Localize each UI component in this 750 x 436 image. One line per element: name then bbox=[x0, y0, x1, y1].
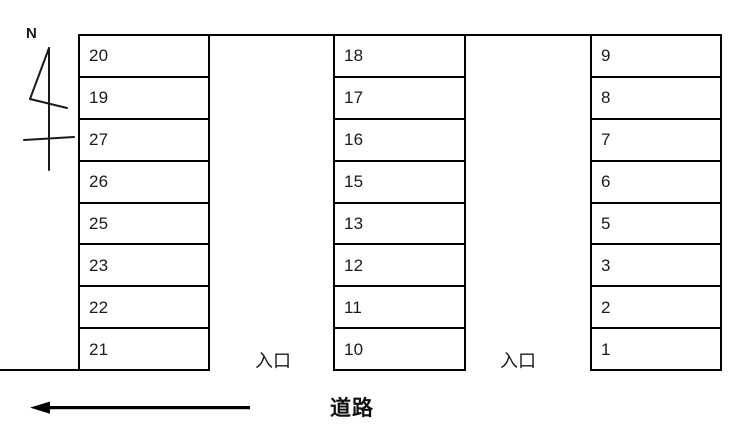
parking-stall[interactable]: 23 bbox=[80, 245, 208, 288]
left-block: 20 19 27 26 25 23 22 21 bbox=[78, 34, 210, 371]
parking-stall[interactable]: 6 bbox=[592, 161, 720, 204]
stall-number: 2 bbox=[601, 297, 611, 317]
stall-number: 19 bbox=[89, 88, 109, 108]
parking-stall[interactable]: 27 bbox=[80, 119, 208, 162]
parking-stall[interactable]: 12 bbox=[335, 245, 464, 288]
parking-stall[interactable]: 26 bbox=[80, 161, 208, 204]
parking-stall[interactable]: 16 bbox=[335, 119, 464, 162]
road-edge-line bbox=[0, 369, 80, 371]
right-block: 9 8 7 6 5 3 2 1 bbox=[590, 34, 722, 371]
parking-stall[interactable]: 25 bbox=[80, 203, 208, 246]
parking-stall[interactable]: 9 bbox=[592, 36, 720, 78]
parking-stall[interactable]: 20 bbox=[80, 36, 208, 78]
parking-stall[interactable]: 13 bbox=[335, 203, 464, 246]
parking-stall[interactable]: 3 bbox=[592, 245, 720, 288]
north-arrow-icon bbox=[18, 42, 80, 177]
stall-number: 22 bbox=[89, 297, 109, 317]
stall-number: 3 bbox=[601, 255, 611, 275]
compass-north-label: N bbox=[26, 25, 37, 42]
entrance-label-right-aisle: 入口 bbox=[500, 351, 536, 371]
stall-number: 5 bbox=[601, 213, 611, 233]
stall-number: 21 bbox=[89, 339, 109, 359]
stall-number: 7 bbox=[601, 130, 611, 150]
parking-stall[interactable]: 19 bbox=[80, 77, 208, 120]
stall-number: 18 bbox=[344, 46, 364, 66]
stall-number: 25 bbox=[89, 213, 109, 233]
stall-number: 17 bbox=[344, 88, 364, 108]
parking-stall[interactable]: 5 bbox=[592, 203, 720, 246]
arrow-left-icon bbox=[30, 400, 250, 421]
stall-number: 11 bbox=[344, 297, 363, 317]
stall-number: 13 bbox=[344, 213, 364, 233]
parking-stall[interactable]: 1 bbox=[592, 329, 720, 369]
parking-stall[interactable]: 21 bbox=[80, 329, 208, 369]
parking-stall[interactable]: 18 bbox=[335, 36, 464, 78]
parking-stall[interactable]: 15 bbox=[335, 161, 464, 204]
parking-stall[interactable]: 7 bbox=[592, 119, 720, 162]
stall-number: 8 bbox=[601, 88, 611, 108]
parking-stall[interactable]: 17 bbox=[335, 77, 464, 120]
stall-number: 12 bbox=[344, 255, 364, 275]
road-label: 道路 bbox=[330, 397, 374, 420]
parking-stall[interactable]: 22 bbox=[80, 287, 208, 330]
stall-number: 6 bbox=[601, 172, 611, 192]
stall-number: 23 bbox=[89, 255, 109, 275]
stall-number: 20 bbox=[89, 46, 109, 66]
stall-number: 1 bbox=[601, 339, 611, 359]
parking-stall[interactable]: 11 bbox=[335, 287, 464, 330]
middle-block: 18 17 16 15 13 12 11 10 bbox=[333, 34, 466, 371]
stall-number: 15 bbox=[344, 172, 364, 192]
stall-number: 16 bbox=[344, 130, 364, 150]
parking-stall[interactable]: 10 bbox=[335, 329, 464, 369]
parking-stall[interactable]: 2 bbox=[592, 287, 720, 330]
entrance-label-left-aisle: 入口 bbox=[255, 351, 291, 371]
parking-stall[interactable]: 8 bbox=[592, 77, 720, 120]
stall-number: 27 bbox=[89, 130, 109, 150]
stall-number: 10 bbox=[344, 339, 364, 359]
stall-number: 9 bbox=[601, 46, 611, 66]
stall-number: 26 bbox=[89, 172, 109, 192]
